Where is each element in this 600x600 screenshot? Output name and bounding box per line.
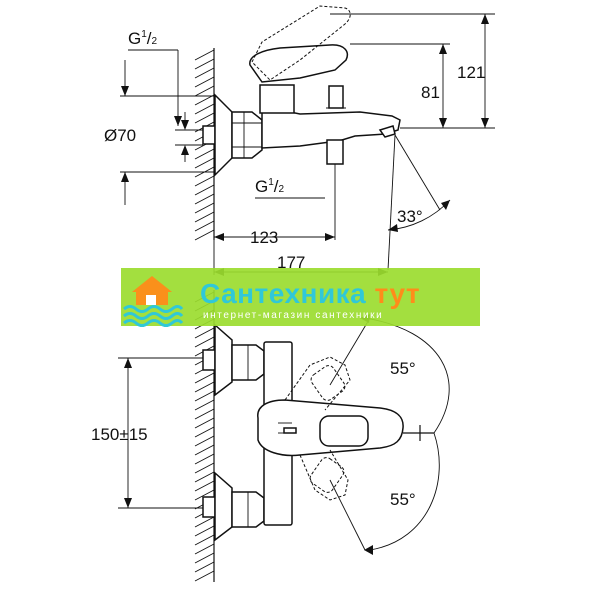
outlet-thread-label: G1/2	[255, 177, 285, 196]
wall-hatch-line	[194, 444, 215, 456]
dimension-labels-front: 55° 150±15 55°	[91, 359, 416, 509]
wall-hatch-line	[194, 570, 215, 582]
wall-hatch-line	[194, 489, 215, 501]
watermark-brand: Сантехника тут	[200, 278, 420, 310]
faucet-front-view	[202, 323, 434, 542]
wall-hatch-line	[194, 552, 215, 564]
wall-hatch-line	[194, 480, 215, 492]
lever-angle-down-label: 55°	[390, 490, 416, 509]
wall-hatch-line	[194, 94, 215, 106]
wall-side-view	[194, 48, 215, 241]
wall-hatch-line	[194, 58, 215, 70]
wall-hatch-line	[194, 543, 215, 555]
watermark-brand-accent: тут	[374, 278, 421, 309]
wall-hatch-line	[194, 157, 215, 169]
wall-hatch-line	[194, 561, 215, 573]
flange-diameter-label: Ø70	[104, 126, 136, 145]
wall-hatch-line	[194, 202, 215, 214]
watermark-brand-main: Сантехника	[200, 278, 367, 309]
wall-hatch-line	[194, 471, 215, 483]
wall-hatch-line	[194, 417, 215, 429]
wall-hatch-line	[194, 372, 215, 384]
wall-hatch-line	[194, 534, 215, 546]
wall-hatch-line	[194, 516, 215, 528]
wall-hatch-line	[194, 229, 215, 241]
wall-hatch-line	[194, 453, 215, 465]
wall-hatch-line	[194, 103, 215, 115]
wall-hatch-line	[194, 525, 215, 537]
height-lever-label: 81	[421, 83, 440, 102]
wall-hatch-line	[194, 85, 215, 97]
dimension-lines-front	[118, 314, 450, 555]
wall-hatch-line	[194, 175, 215, 187]
wall-hatch-line	[194, 220, 215, 232]
wall-hatch-line	[194, 336, 215, 348]
wall-hatch-line	[194, 408, 215, 420]
wall-hatch-line	[194, 462, 215, 474]
wall-hatch-line	[194, 76, 215, 88]
wall-hatch-line	[194, 184, 215, 196]
wall-hatch-line	[194, 211, 215, 223]
wall-hatch-line	[194, 148, 215, 160]
depth-spout-label: 177	[277, 253, 305, 272]
wall-hatch-line	[194, 381, 215, 393]
spout-angle-label: 33°	[397, 207, 423, 226]
wall-hatch-line	[194, 435, 215, 447]
wall-hatch-line	[194, 193, 215, 205]
wall-hatch-line	[194, 399, 215, 411]
inlet-thread-label: G1/2	[128, 29, 158, 48]
dimension-labels-side: G1/2 Ø70 121 81 G1/2 33° 123 177	[104, 29, 485, 272]
lever-angle-up-label: 55°	[390, 359, 416, 378]
wall-hatch-line	[194, 112, 215, 124]
centres-label: 150±15	[91, 425, 148, 444]
depth-body-label: 123	[250, 228, 278, 247]
wall-hatch-line	[194, 49, 215, 61]
wall-hatch-line	[194, 426, 215, 438]
height-total-label: 121	[457, 63, 485, 82]
faucet-side-view	[202, 5, 401, 177]
wall-hatch-line	[194, 67, 215, 79]
wall-hatch-line	[194, 390, 215, 402]
watermark-tagline: интернет-магазин сантехники	[203, 310, 384, 321]
wall-hatch-line	[194, 327, 215, 339]
wall-front-view	[194, 290, 215, 582]
